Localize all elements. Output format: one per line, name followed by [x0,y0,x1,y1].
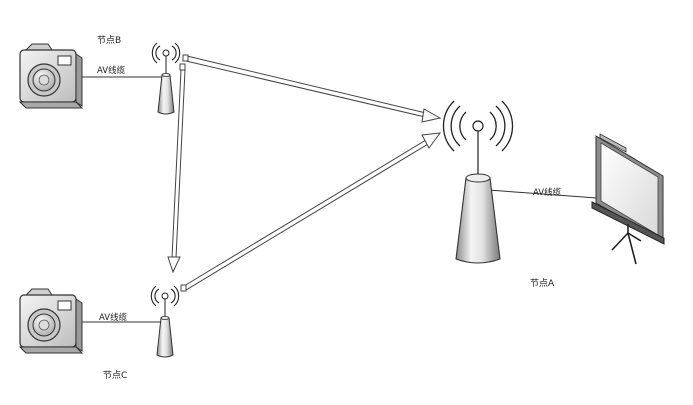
cable-b-label: AV线缆 [97,65,126,76]
camera-icon [20,289,82,353]
wireless-antenna-icon [443,101,512,263]
node-c-label: 节点C [103,370,127,381]
node-a-label: 节点A [530,278,555,289]
node-b-label: 节点B [97,35,121,46]
link-b-to-a-arrow [183,55,440,122]
cable-c-label: AV线缆 [99,312,128,323]
camera-icon [20,44,82,108]
wireless-antenna-icon [152,43,179,114]
cable-a-label: AV线缆 [533,187,562,198]
projection-screen-icon [592,134,664,264]
link-c-to-a-arrow [181,133,440,291]
